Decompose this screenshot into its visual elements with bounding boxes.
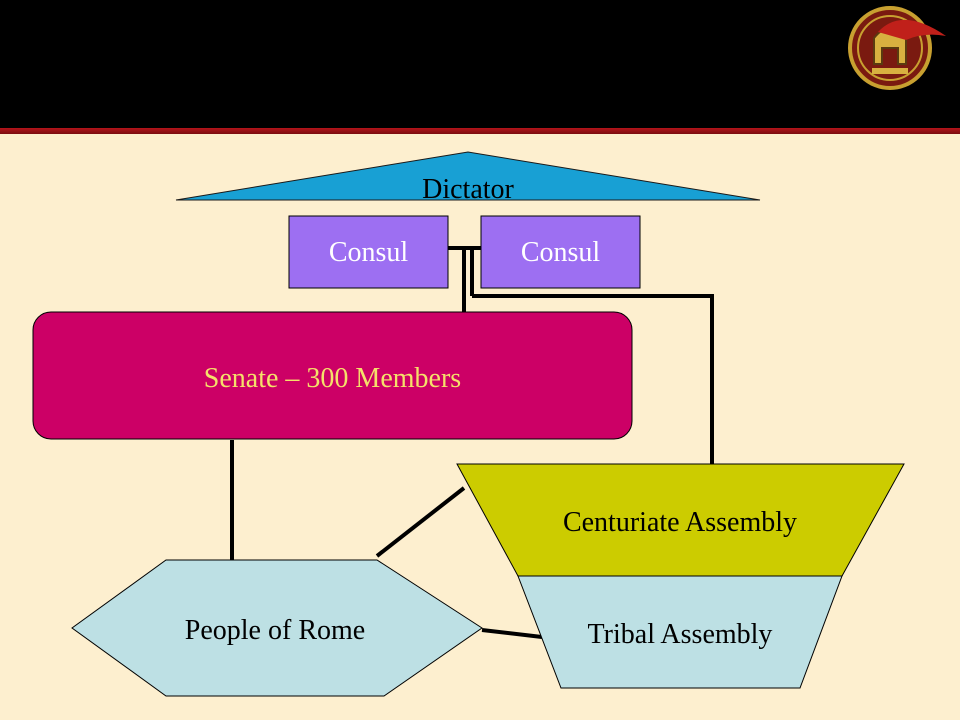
senate-label: Senate – 300 Members bbox=[203, 363, 462, 394]
consul-left-box bbox=[288, 215, 449, 289]
consul-right-label: Consul bbox=[520, 237, 601, 268]
consul-right-box bbox=[480, 215, 641, 289]
header-bar bbox=[0, 0, 960, 128]
header-stripe bbox=[0, 128, 960, 134]
connector-people-to-tribal bbox=[481, 628, 543, 639]
dictator-label: Dictator bbox=[422, 174, 514, 205]
spartan-helmet-logo-icon bbox=[848, 6, 946, 90]
senate-box bbox=[32, 311, 633, 440]
tribal-label: Tribal Assembly bbox=[587, 619, 773, 650]
centuriate-label: Centuriate Assembly bbox=[562, 507, 798, 538]
people-shape bbox=[71, 559, 483, 697]
dictator-shape bbox=[175, 151, 761, 201]
connector-people-to-centuriate bbox=[375, 486, 466, 558]
tribal-shape bbox=[517, 575, 843, 689]
people-label: People of Rome bbox=[184, 615, 366, 646]
consul-left-label: Consul bbox=[328, 237, 409, 268]
